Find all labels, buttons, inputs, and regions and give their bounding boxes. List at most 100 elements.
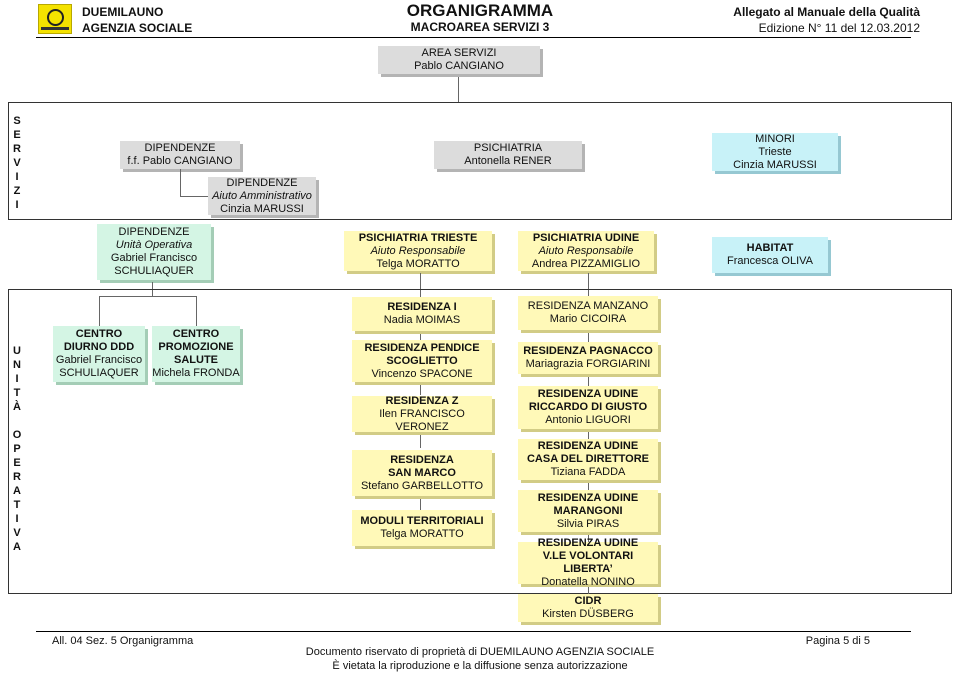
residenza-udine-3: RESIDENZA UDINE RICCARDO DI GIUSTO Anton…: [518, 386, 658, 429]
residenza-udine-1: RESIDENZA MANZANO Mario CICOIRA: [518, 296, 658, 330]
centro-promozione-box: CENTRO PROMOZIONE SALUTE Michela FRONDA: [152, 326, 240, 382]
connector-line: [99, 296, 100, 326]
habitat-name: Francesca OLIVA: [727, 255, 813, 267]
dip-unita-name1: Gabriel Francisco: [110, 252, 198, 264]
dip-unita-title: DIPENDENZE: [118, 226, 190, 238]
connector-line: [420, 496, 421, 510]
residenza-title: RESIDENZA Z: [385, 394, 459, 407]
residenza-subtitle: MARANGONI: [553, 504, 623, 517]
connector-line: [458, 77, 459, 102]
org-line-1: DUEMILAUNO: [82, 5, 164, 19]
centro-diurno-l2: DIURNO DDD: [63, 341, 135, 353]
residenza-subtitle: RICCARDO DI GIUSTO: [528, 401, 648, 413]
footer-confidentiality: Documento riservato di proprietà di DUEM…: [305, 646, 655, 658]
residenza-manager: Silvia PIRAS: [556, 517, 620, 530]
residenza-trieste-2: RESIDENZA PENDICE SCOGLIETTO Vincenzo SP…: [352, 340, 492, 382]
connector-line: [420, 273, 421, 296]
minori-name: Cinzia MARUSSI: [733, 158, 817, 171]
dip-unita-role: Unità Operativa: [115, 239, 193, 251]
psi-trieste-name: Telga MORATTO: [376, 257, 460, 270]
psi-trieste-title: PSICHIATRIA TRIESTE: [358, 231, 478, 244]
minori-title: MINORI: [755, 132, 795, 145]
residenza-subtitle: SCOGLIETTO: [386, 354, 458, 367]
connector-line: [588, 374, 589, 386]
residenza-title: MODULI TERRITORIALI: [360, 515, 484, 527]
psichiatria-name: Antonella RENER: [464, 155, 552, 167]
psi-udine-role: Aiuto Responsabile: [538, 244, 634, 257]
area-servizi-box: AREA SERVIZI Pablo CANGIANO: [378, 46, 540, 74]
area-servizi-title: AREA SERVIZI: [421, 47, 497, 59]
centro-diurno-n1: Gabriel Francisco: [55, 354, 143, 366]
residenza-title: RESIDENZA UDINE: [537, 491, 639, 504]
header-divider: [36, 37, 911, 38]
psichiatria-title: PSICHIATRIA: [473, 142, 543, 154]
residenza-manager: Vincenzo SPACONE: [371, 367, 473, 380]
dipendenze-title: DIPENDENZE: [144, 142, 216, 154]
psichiatria-udine-box: PSICHIATRIA UDINE Aiuto Responsabile And…: [518, 231, 654, 271]
residenza-manager: Mariagrazia FORGIARINI: [525, 358, 651, 370]
dipendenze-aiuto-role: Aiuto Amministrativo: [212, 189, 312, 202]
connector-line: [99, 296, 197, 297]
footer-reproduction-notice: È vietata la riproduzione e la diffusion…: [332, 660, 628, 672]
connector-line: [420, 381, 421, 395]
minori-place: Trieste: [758, 145, 792, 158]
footer-divider: [36, 631, 911, 632]
residenza-title: RESIDENZA PAGNACCO: [523, 345, 653, 357]
connector-line: [420, 332, 421, 340]
centro-promozione-n1: Michela FRONDA: [152, 367, 240, 379]
centro-promozione-l2: PROMOZIONE: [158, 341, 234, 353]
residenza-trieste-3: RESIDENZA Z Ilen FRANCISCO VERONEZ: [352, 394, 492, 433]
residenza-subtitle: SAN MARCO: [388, 466, 456, 479]
org-line-2: AGENZIA SOCIALE: [82, 21, 193, 35]
centro-promozione-l3: SALUTE: [174, 354, 218, 366]
residenza-udine-2: RESIDENZA PAGNACCO Mariagrazia FORGIARIN…: [518, 342, 658, 374]
dipendenze-box: DIPENDENZE f.f. Pablo CANGIANO: [120, 141, 240, 169]
psi-udine-name: Andrea PIZZAMIGLIO: [531, 257, 641, 270]
duemilauno-logo: [38, 4, 72, 34]
connector-line: [180, 196, 208, 197]
document-title: ORGANIGRAMMA: [406, 1, 554, 20]
residenza-udine-5: RESIDENZA UDINE MARANGONI Silvia PIRAS: [518, 490, 658, 532]
residenza-title: RESIDENZA MANZANO: [527, 300, 649, 312]
dipendenze-aiuto-box: DIPENDENZE Aiuto Amministrativo Cinzia M…: [208, 177, 316, 215]
residenza-manager: Tiziana FADDA: [550, 466, 626, 478]
psi-udine-title: PSICHIATRIA UDINE: [532, 231, 640, 244]
dip-unita-name2: SCHULIAQUER: [114, 265, 194, 277]
footer-center: Documento riservato di proprietà di DUEM…: [280, 645, 680, 673]
residenza-manager: Nadia MOIMAS: [383, 314, 461, 326]
residenza-title: RESIDENZA: [390, 453, 454, 466]
dipendenze-aiuto-name: Cinzia MARUSSI: [220, 202, 304, 215]
residenza-title: RESIDENZA UDINE: [537, 537, 639, 549]
residenza-manager: Stefano GARBELLOTTO: [360, 479, 484, 492]
residenza-title: RESIDENZA UDINE: [537, 440, 639, 452]
connector-line: [196, 296, 197, 326]
residenza-manager: Mario CICOIRA: [549, 313, 627, 325]
connector-line: [420, 434, 421, 448]
residenza-title: RESIDENZA UDINE: [537, 388, 639, 400]
edition-info: Allegato al Manuale della Qualità Edizio…: [733, 4, 920, 36]
residenza-trieste-5: MODULI TERRITORIALI Telga MORATTO: [352, 510, 492, 546]
residenza-trieste-4: RESIDENZA SAN MARCO Stefano GARBELLOTTO: [352, 450, 492, 496]
footer-page-number: Pagina 5 di 5: [805, 635, 870, 647]
centro-diurno-l1: CENTRO: [75, 328, 123, 340]
connector-line: [588, 429, 589, 439]
dipendenze-aiuto-title: DIPENDENZE: [226, 176, 298, 189]
connector-line: [588, 330, 589, 342]
edition-number: Edizione N° 11 del 12.03.2012: [758, 21, 920, 35]
connector-line: [180, 169, 181, 196]
centro-promozione-l1: CENTRO: [172, 328, 220, 340]
residenza-title: RESIDENZA I: [387, 301, 457, 313]
unita-operativa-section: [8, 289, 952, 594]
document-subtitle: MACROAREA SERVIZI 3: [410, 20, 550, 34]
connector-line: [588, 584, 589, 594]
dipendenze-unita-box: DIPENDENZE Unità Operativa Gabriel Franc…: [97, 224, 211, 280]
footer-left: All. 04 Sez. 5 Organigramma: [52, 635, 194, 647]
manual-reference: Allegato al Manuale della Qualità: [733, 5, 920, 19]
habitat-box: HABITAT Francesca OLIVA: [712, 237, 828, 273]
centro-diurno-n2: SCHULIAQUER: [59, 367, 139, 379]
psichiatria-trieste-box: PSICHIATRIA TRIESTE Aiuto Responsabile T…: [344, 231, 492, 271]
connector-line: [588, 273, 589, 296]
minori-box: MINORI Trieste Cinzia MARUSSI: [712, 133, 838, 171]
